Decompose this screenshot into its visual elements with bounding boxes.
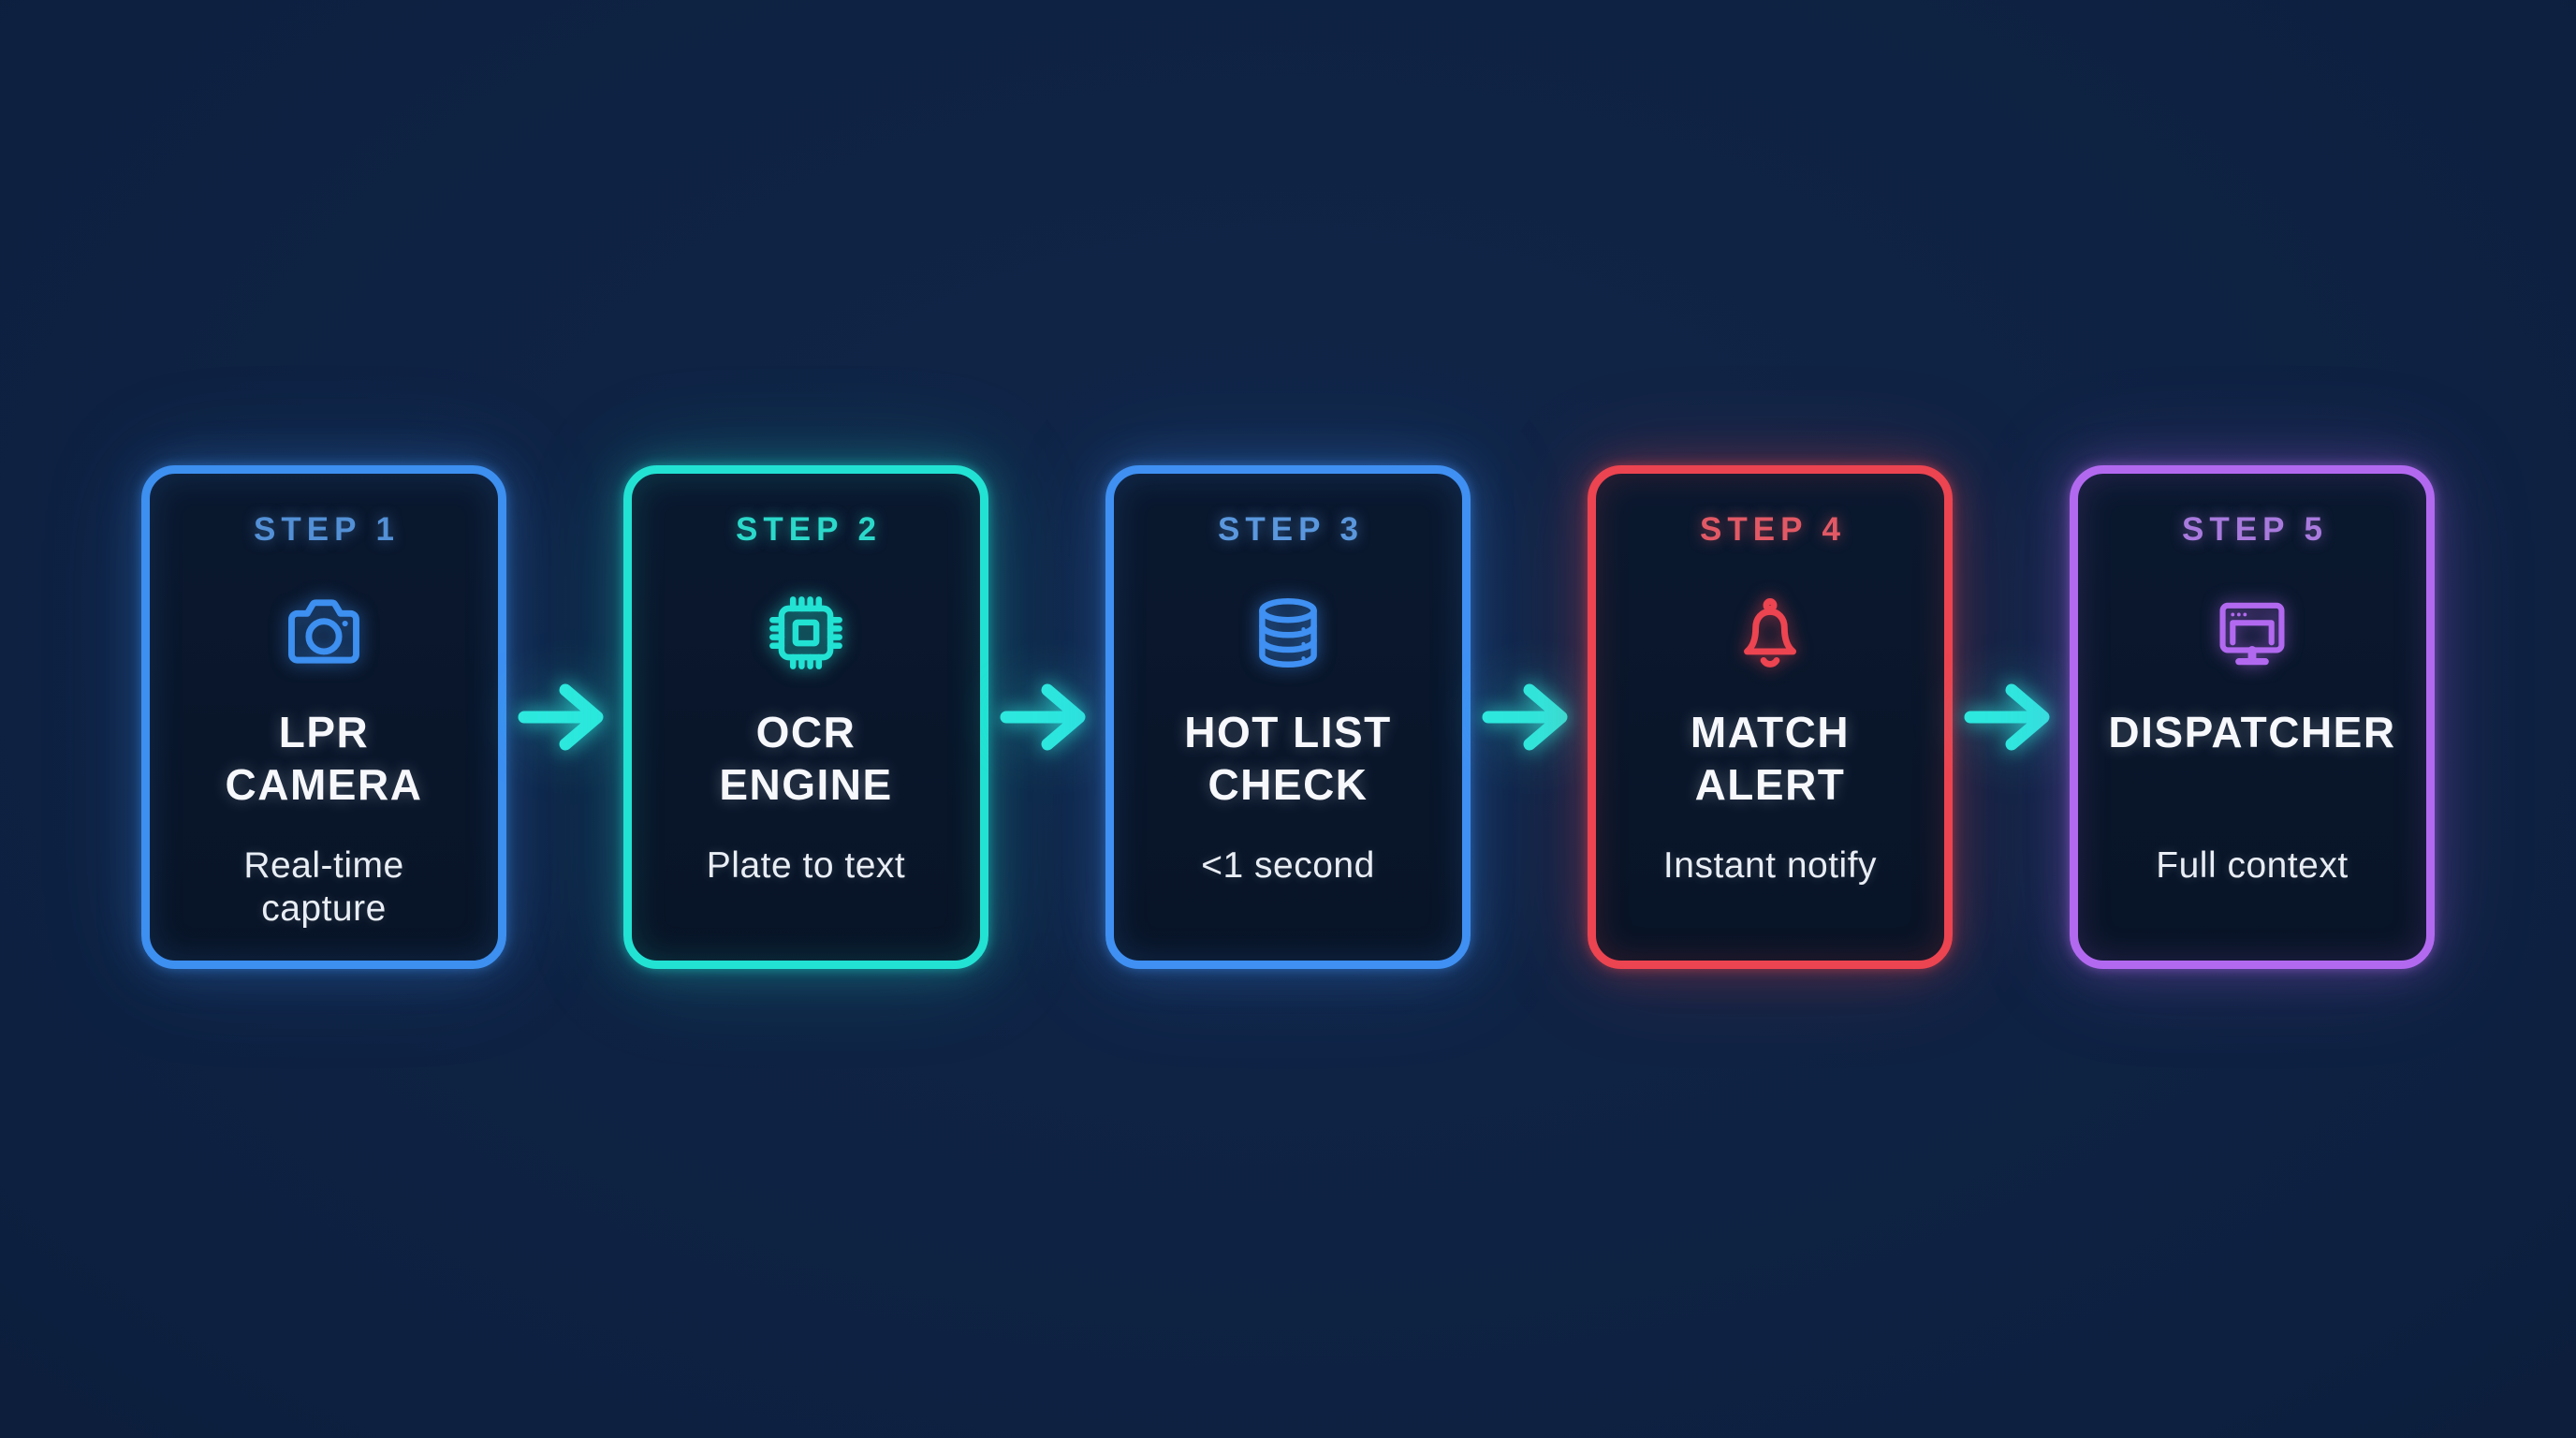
monitor-icon — [2209, 592, 2295, 674]
step-card-5: STEP 5 DISPATCHER Full context — [2070, 465, 2435, 969]
step-subtitle-line: capture — [261, 888, 387, 929]
step-subtitle-line: Real-time — [243, 845, 404, 886]
bell-icon — [1727, 592, 1813, 674]
step-subtitle-line: Plate to text — [706, 845, 906, 886]
step-title-line: DISPATCHER — [2108, 708, 2396, 756]
flow-arrow — [1471, 680, 1588, 755]
step-label: STEP 4 — [1700, 511, 1846, 548]
flow-row: STEP 1 LPR CAMERA Real-time capture — [141, 465, 2435, 969]
step-card-4: STEP 4 MATCH ALERT Instant notify — [1588, 465, 1953, 969]
step-card-3: STEP 3 HOT LIST CHECK <1 second — [1105, 465, 1471, 969]
step-subtitle: Full context — [2156, 844, 2348, 888]
step-title-line: MATCH — [1690, 708, 1851, 756]
arrow-right-icon — [1000, 683, 1085, 751]
database-icon — [1245, 592, 1331, 674]
step-title: LPR CAMERA — [226, 706, 423, 814]
step-title-line: CAMERA — [225, 760, 423, 809]
step-subtitle: <1 second — [1201, 844, 1375, 888]
camera-icon — [281, 592, 367, 674]
arrow-right-icon — [1964, 683, 2049, 751]
step-title-line: HOT LIST — [1184, 708, 1392, 756]
step-subtitle-line: Full context — [2156, 845, 2349, 886]
step-title: MATCH ALERT — [1690, 706, 1850, 814]
step-subtitle: Real-time capture — [243, 844, 403, 931]
flow-arrow — [988, 680, 1105, 755]
step-label: STEP 2 — [736, 511, 882, 548]
step-title-line: LPR — [278, 708, 370, 756]
step-title-line: ALERT — [1694, 760, 1846, 809]
step-title-line: ENGINE — [719, 760, 893, 809]
arrow-right-icon — [518, 683, 603, 751]
step-label: STEP 5 — [2182, 511, 2328, 548]
step-subtitle-line: Instant notify — [1662, 845, 1878, 886]
step-label: STEP 3 — [1218, 511, 1364, 548]
flow-arrow — [1953, 680, 2070, 755]
step-title: OCR ENGINE — [719, 706, 892, 814]
arrow-right-icon — [1482, 683, 1567, 751]
step-subtitle-line: <1 second — [1201, 845, 1375, 886]
chip-icon — [763, 592, 849, 674]
step-subtitle: Plate to text — [707, 844, 905, 888]
step-title-line: OCR — [755, 708, 856, 756]
step-subtitle: Instant notify — [1663, 844, 1877, 888]
step-title: HOT LIST CHECK — [1184, 706, 1392, 814]
step-card-2: STEP 2 OCR ENGINE Plate to text — [623, 465, 988, 969]
step-title: DISPATCHER — [2108, 706, 2395, 814]
flow-arrow — [506, 680, 623, 755]
step-label: STEP 1 — [254, 511, 400, 548]
step-title-line: CHECK — [1208, 760, 1368, 809]
step-card-1: STEP 1 LPR CAMERA Real-time capture — [141, 465, 506, 969]
